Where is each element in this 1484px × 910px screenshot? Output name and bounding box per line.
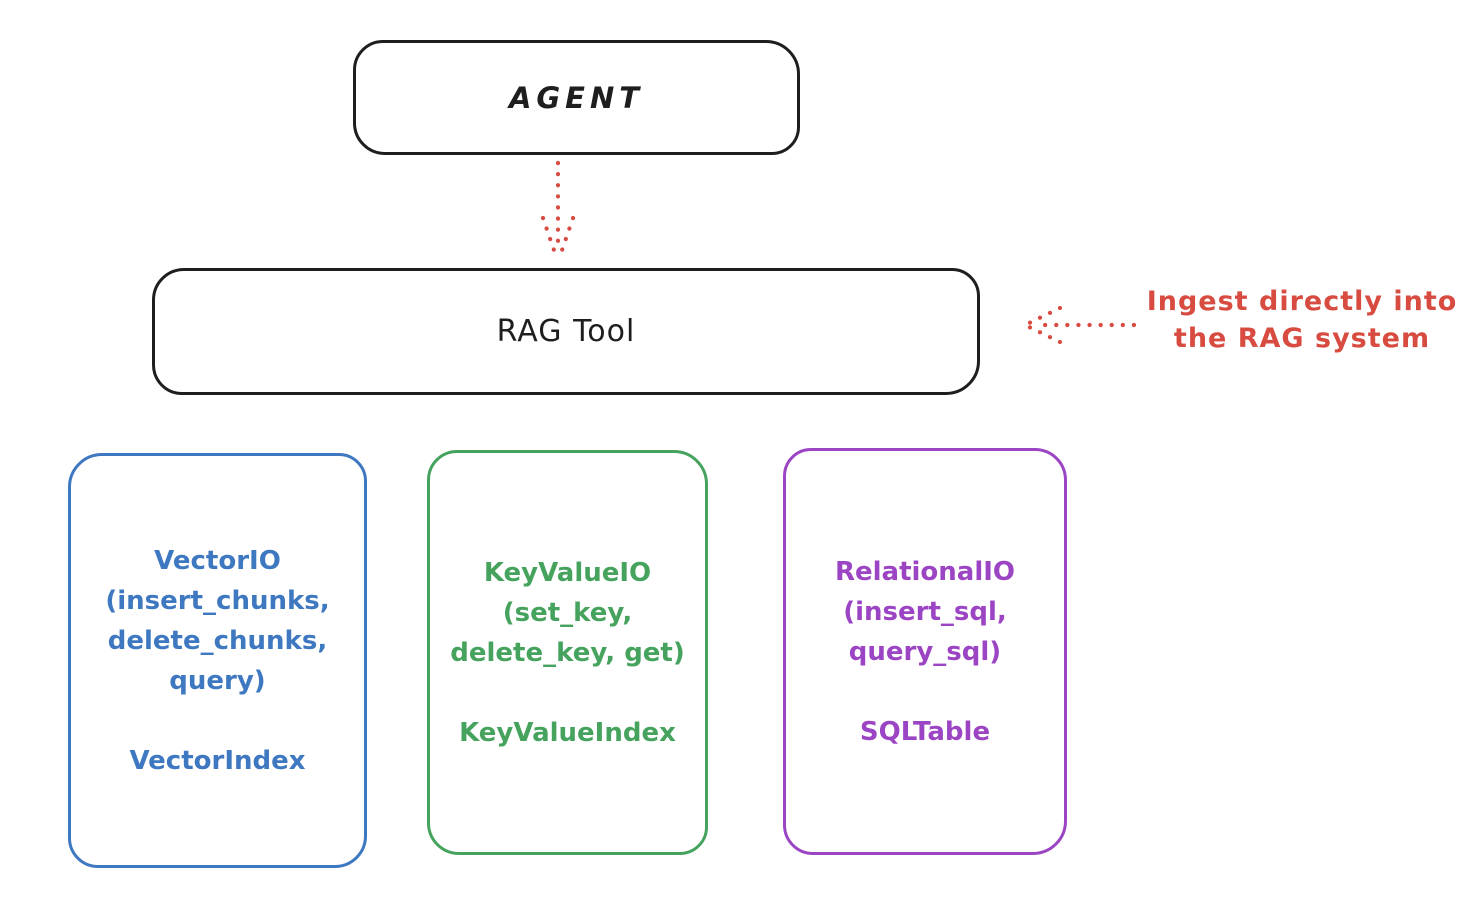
rag-tool-label: RAG Tool	[496, 314, 636, 349]
relational-io-method-line: (insert_sql,	[843, 596, 1007, 627]
vector-io-title: VectorIO	[154, 545, 281, 576]
keyvalue-io-method-line: delete_key, get)	[450, 637, 685, 668]
vector-io-node: VectorIO (insert_chunks, delete_chunks, …	[68, 453, 367, 868]
ingest-annotation-line1: Ingest directly into	[1146, 286, 1458, 317]
ingest-annotation: Ingest directly into the RAG system	[1128, 283, 1476, 357]
agent-node: AGENT	[353, 40, 800, 155]
keyvalue-io-node: KeyValueIO (set_key, delete_key, get) Ke…	[427, 450, 708, 855]
vector-io-method-line: (insert_chunks,	[105, 585, 330, 616]
keyvalue-io-index-label: KeyValueIndex	[459, 717, 676, 748]
rag-tool-node: RAG Tool	[152, 268, 980, 395]
vector-io-method-line: delete_chunks,	[107, 625, 328, 656]
keyvalue-io-title: KeyValueIO	[483, 557, 652, 588]
vector-io-index-label: VectorIndex	[129, 745, 306, 776]
dotted-arrow-left-icon	[1022, 305, 1137, 345]
keyvalue-io-method-line: (set_key,	[502, 597, 633, 628]
relational-io-title: RelationalIO	[834, 556, 1016, 587]
dotted-arrow-down-icon	[540, 160, 576, 262]
relational-io-index-label: SQLTable	[859, 716, 991, 747]
vector-io-method-line: query)	[169, 665, 266, 696]
relational-io-method-line: query_sql)	[848, 636, 1002, 667]
relational-io-node: RelationalIO (insert_sql, query_sql) SQL…	[783, 448, 1067, 855]
agent-label: AGENT	[508, 80, 645, 115]
ingest-annotation-line2: the RAG system	[1173, 323, 1431, 354]
